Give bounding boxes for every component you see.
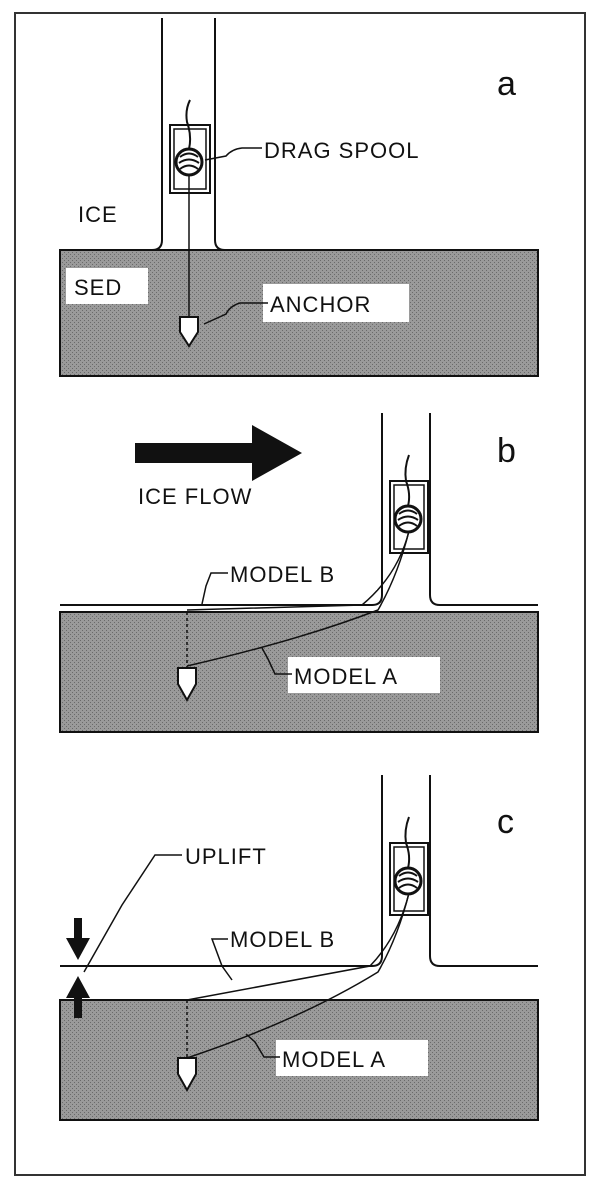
model-b-leader [210, 938, 233, 981]
model-a-label: MODEL A [294, 664, 398, 689]
model-b-label: MODEL B [230, 562, 335, 587]
sed-label-bg [66, 268, 148, 304]
uplift-down-arrow-icon [66, 918, 90, 960]
anchor-leader [203, 302, 268, 325]
ice-flow-arrow [135, 425, 302, 481]
ice-base-and-borehole [60, 775, 538, 967]
model-a-tether [186, 892, 410, 1059]
drag-spool-label: DRAG SPOOL [264, 138, 419, 163]
model-a-label-bg [276, 1040, 428, 1076]
anchor-icon [179, 316, 199, 348]
drag-spool [389, 454, 429, 554]
panel-letter-b: b [497, 432, 516, 470]
panel-c: c UPLIFT MODEL B MODEL A [59, 775, 539, 1121]
sed-label: SED [74, 275, 122, 300]
drag-spool [169, 99, 211, 194]
model-b-label-bg [225, 556, 377, 590]
model-a-tether [186, 530, 410, 667]
model-a-leader [245, 1033, 280, 1058]
drag-spool-leader [204, 147, 262, 161]
model-b-label-bg [225, 921, 377, 955]
anchor-label-bg [263, 284, 409, 322]
ice-label: ICE [78, 202, 118, 227]
panel-letter-c: c [497, 803, 514, 841]
uplift-leader [83, 854, 182, 973]
anchor-icon [177, 1057, 197, 1093]
figure-frame [14, 12, 586, 1176]
ice-base-and-borehole [60, 18, 538, 251]
panel-letter-a: a [497, 65, 516, 103]
anchor-label: ANCHOR [270, 292, 371, 317]
ice-base-and-borehole [60, 413, 538, 606]
drag-spool-label-bg [258, 132, 470, 166]
model-a-label: MODEL A [282, 1047, 386, 1072]
model-a-leader [261, 647, 292, 675]
uplift-label-bg [180, 838, 290, 872]
panel-a: a ICE DRAG SPOOL SED ANCHOR [59, 18, 539, 377]
model-b-leader [201, 572, 228, 605]
uplift-label: UPLIFT [185, 844, 267, 869]
anchor-icon [177, 667, 197, 703]
model-a-label-bg [288, 657, 440, 693]
uplift-up-arrow-icon [66, 976, 90, 1018]
drag-spool [389, 816, 429, 916]
model-b-label: MODEL B [230, 927, 335, 952]
ice-flow-label: ICE FLOW [138, 484, 252, 509]
panel-b: b ICE FLOW MODEL B MODEL A [59, 413, 539, 733]
